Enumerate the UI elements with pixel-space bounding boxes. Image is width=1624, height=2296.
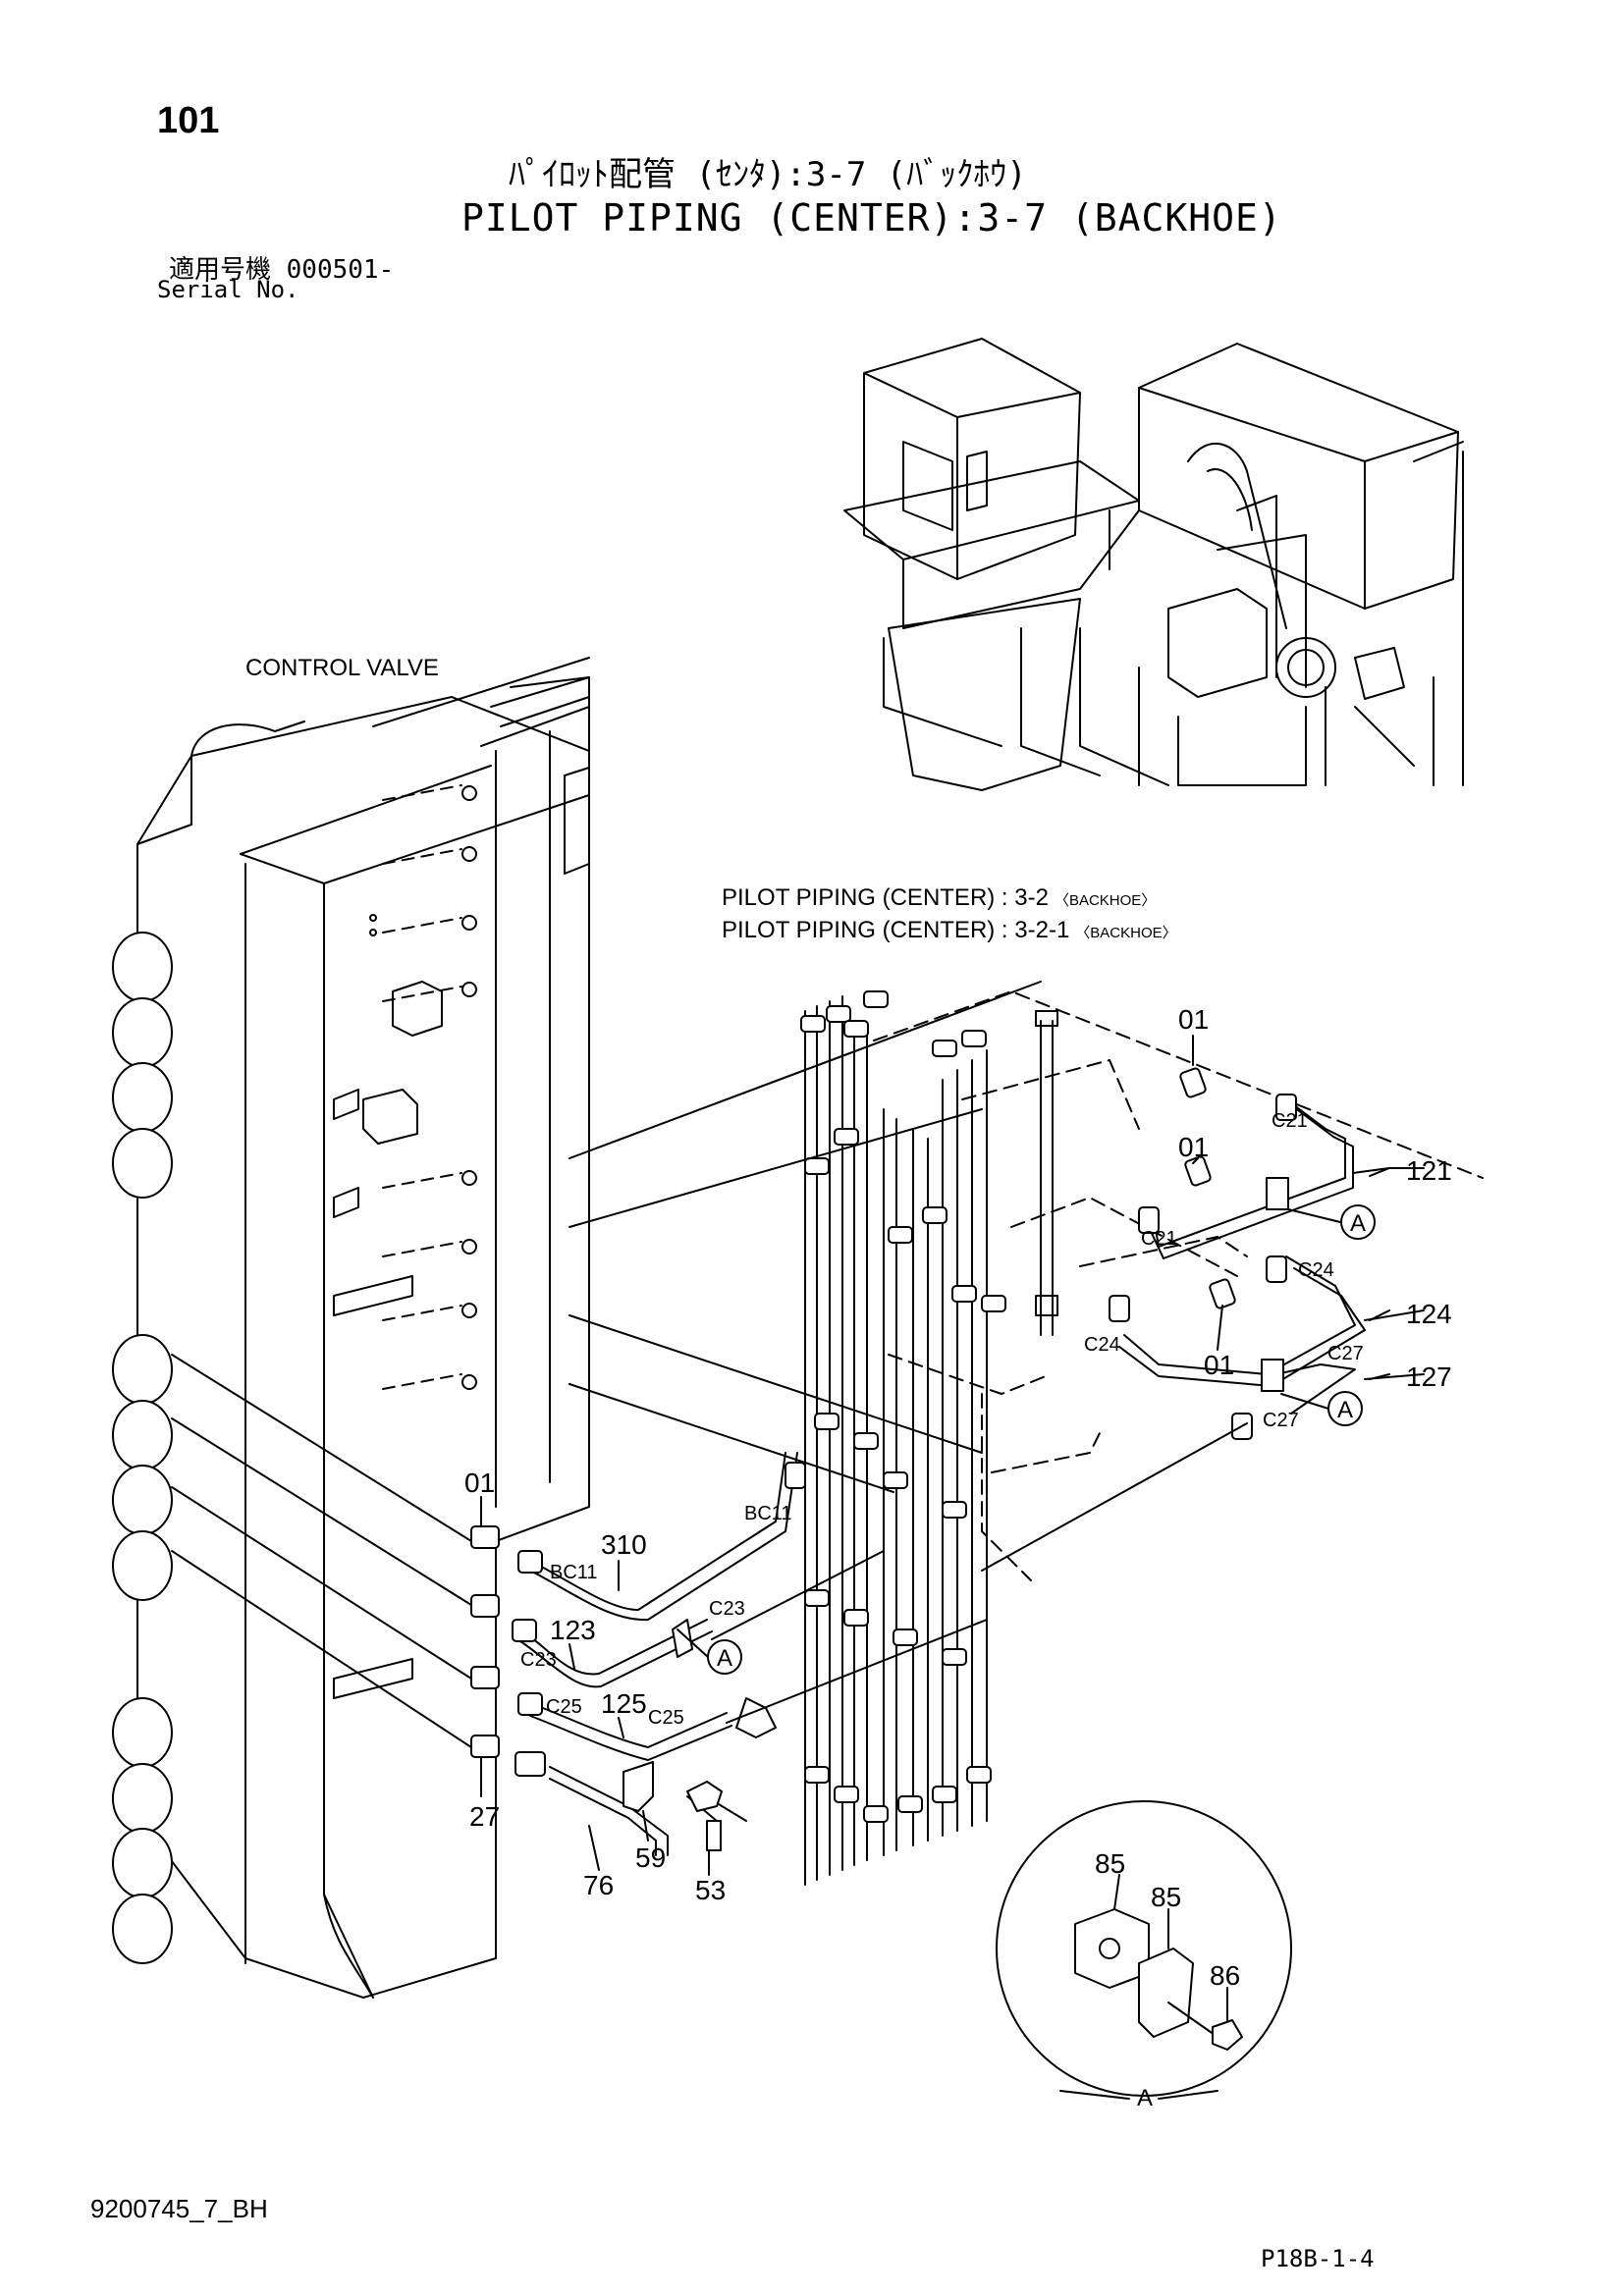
part-59: 59 (635, 1842, 666, 1873)
part-76: 76 (583, 1870, 614, 1900)
conn-c24-b: C24 (1084, 1334, 1120, 1356)
callout-a-3: A (717, 1645, 732, 1672)
part-01-b: 01 (1178, 1132, 1209, 1162)
conn-c25-a: C25 (546, 1696, 582, 1718)
part-123: 123 (550, 1615, 596, 1645)
document-code: 9200745_7_BH (90, 2194, 268, 2223)
title-japanese: ﾊﾟｲﾛｯﾄ配管 (ｾﾝﾀ):3-7 (ﾊﾞｯｸﾎｳ) (509, 155, 1027, 194)
title-english: PILOT PIPING (CENTER):3-7 (BACKHOE) (461, 196, 1282, 240)
serial-label-english: Serial No. (157, 276, 299, 303)
conn-c27-b: C27 (1263, 1410, 1299, 1431)
machine-inset-illustration (843, 338, 1464, 791)
part-121: 121 (1406, 1155, 1452, 1186)
callout-a-1: A (1350, 1210, 1366, 1237)
conn-c21-a: C21 (1272, 1110, 1308, 1132)
detail-a-circle (996, 1800, 1292, 2097)
fittings-left (470, 1525, 546, 1777)
conn-bc11-a: BC11 (744, 1503, 792, 1524)
label-control-valve: CONTROL VALVE (245, 655, 439, 681)
pipe-bundle (800, 990, 1484, 1886)
bolt-53 (686, 1781, 747, 1822)
control-valve-body (112, 657, 590, 1999)
part-53: 53 (695, 1875, 726, 1905)
pipes-lower-group (519, 1452, 988, 1856)
ref-pilot-piping-3-2-1: PILOT PIPING (CENTER) : 3-2-1〈BACKHOE〉 (722, 917, 1177, 943)
part-310: 310 (601, 1529, 647, 1560)
callout-a-2: A (1337, 1397, 1353, 1423)
part-124: 124 (1406, 1299, 1452, 1329)
part-01-a: 01 (1178, 1004, 1209, 1035)
detail-a-label: A (1137, 2085, 1153, 2111)
conn-c23-b: C23 (520, 1649, 557, 1671)
conn-c21-b: C21 (1141, 1228, 1177, 1250)
pipes-upper-right-group (568, 981, 1425, 1572)
page-number: 101 (157, 100, 220, 141)
part-85-b: 85 (1151, 1882, 1181, 1912)
ref-pilot-piping-3-2: PILOT PIPING (CENTER) : 3-2〈BACKHOE〉 (722, 884, 1156, 911)
part-01-c: 01 (1204, 1350, 1234, 1380)
conn-c23-a: C23 (709, 1598, 745, 1620)
part-125: 125 (601, 1688, 647, 1719)
conn-bc11-b: BC11 (550, 1562, 598, 1583)
part-86: 86 (1210, 1960, 1240, 1991)
valve-bolts (461, 785, 477, 1390)
serial-label-japanese: 適用号機 000501- (169, 255, 395, 285)
part-127: 127 (1406, 1362, 1452, 1392)
part-27: 27 (469, 1801, 500, 1832)
page-reference: P18B-1-4 (1261, 2245, 1375, 2272)
port-leader-lines (171, 1354, 472, 1748)
conn-c27-a: C27 (1327, 1343, 1364, 1364)
part-01-d: 01 (464, 1468, 495, 1498)
part-85-a: 85 (1095, 1848, 1125, 1879)
callout-a-markers (707, 1204, 1376, 1675)
conn-c24-a: C24 (1298, 1259, 1334, 1281)
conn-c25-b: C25 (648, 1707, 684, 1729)
valve-spool-caps (112, 932, 173, 1964)
